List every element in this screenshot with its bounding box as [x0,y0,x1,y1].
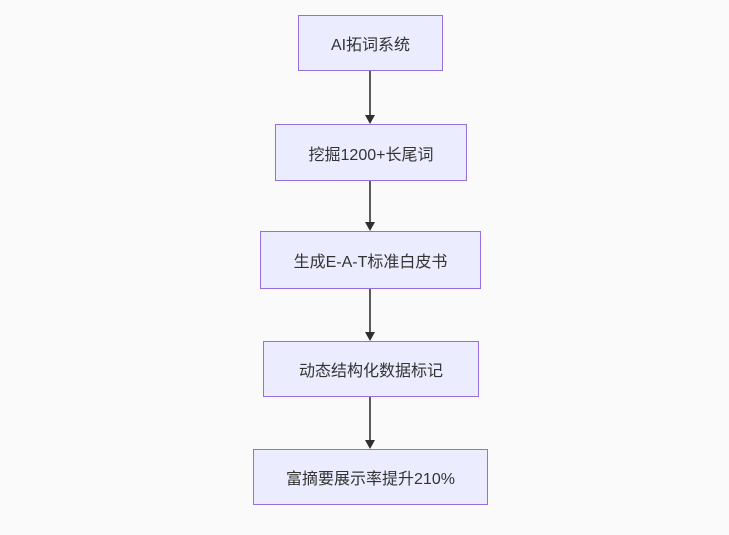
flowchart-node-1: AI拓词系统 [298,15,443,71]
arrow-3 [364,289,376,341]
flowchart-node-5: 富摘要展示率提升210% [253,449,488,505]
arrow-1 [364,71,376,124]
node-label: AI拓词系统 [330,37,411,54]
arrowhead-down-icon [365,332,375,341]
flowchart-node-3: 生成E-A-T标准白皮书 [260,231,481,289]
node-label: 挖掘1200+长尾词 [308,146,434,164]
node-label: 生成E-A-T标准白皮书 [293,254,448,271]
flowchart-node-2: 挖掘1200+长尾词 [275,124,467,181]
arrowhead-down-icon [365,440,375,449]
arrowhead-down-icon [365,115,375,124]
arrow-shaft [369,397,371,440]
flowchart-node-4: 动态结构化数据标记 [263,341,479,397]
arrow-2 [364,181,376,231]
arrowhead-down-icon [365,222,375,231]
arrow-shaft [369,289,371,332]
node-label: 富摘要展示率提升210% [286,471,455,488]
arrow-4 [364,397,376,449]
arrow-shaft [369,71,371,115]
node-label: 动态结构化数据标记 [298,363,443,380]
arrow-shaft [369,181,371,222]
